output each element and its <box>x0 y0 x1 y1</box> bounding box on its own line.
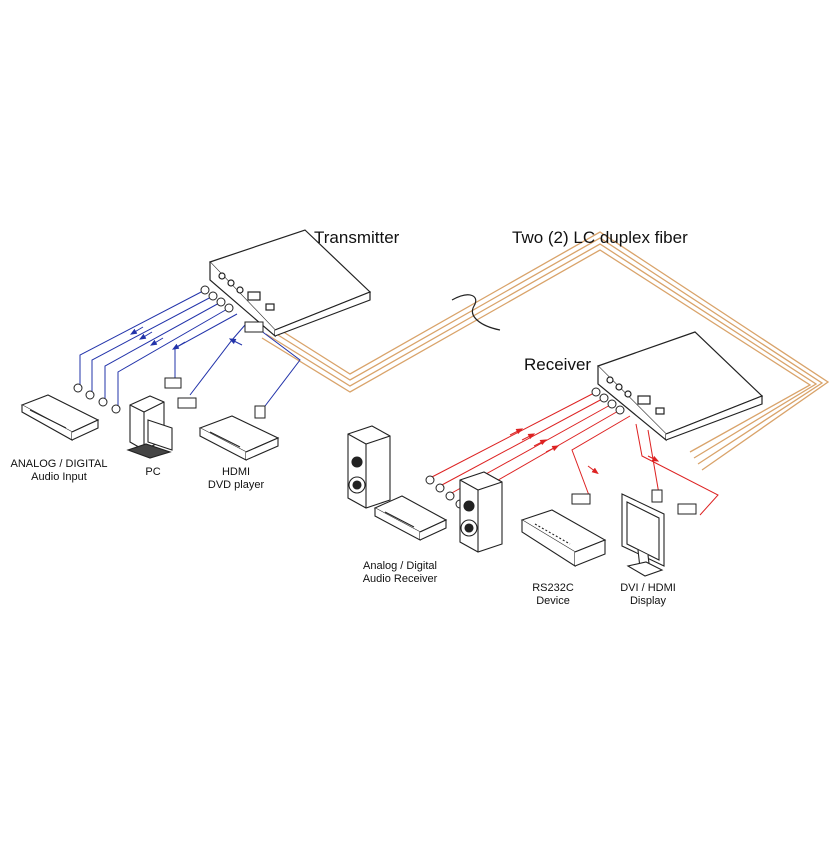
speaker-right <box>459 471 503 553</box>
pc-label: PC <box>145 466 161 478</box>
audio-receiver-device <box>373 495 448 541</box>
audio-input-device <box>20 394 100 441</box>
output-rca-plugs <box>425 387 697 515</box>
fiber-label: Two (2) LC duplex fiber <box>512 228 688 247</box>
rs232c-device <box>520 509 607 568</box>
output-cables <box>429 391 719 516</box>
input-rca-plugs <box>73 285 266 419</box>
receiver-label: Receiver <box>524 355 592 374</box>
audio-receiver-label: Analog / Digital Audio Receiver <box>362 560 438 585</box>
pc-device <box>126 395 173 459</box>
display-device <box>621 493 665 577</box>
audio-input-label: ANALOG / DIGITAL Audio Input <box>10 458 108 483</box>
dvd-player-label: HDMI DVD player <box>207 466 265 491</box>
transmitter-label: Transmitter <box>314 228 400 247</box>
transmitter-unit <box>208 229 372 338</box>
input-cables <box>79 289 301 411</box>
rs232c-label: RS232C Device <box>532 582 574 607</box>
fiber-break-mark <box>451 294 501 331</box>
display-label: DVI / HDMI Display <box>620 582 676 607</box>
fiber-cables <box>261 231 830 471</box>
speaker-left <box>347 425 391 509</box>
dvd-player-device <box>198 415 280 461</box>
receiver-unit <box>596 331 764 442</box>
